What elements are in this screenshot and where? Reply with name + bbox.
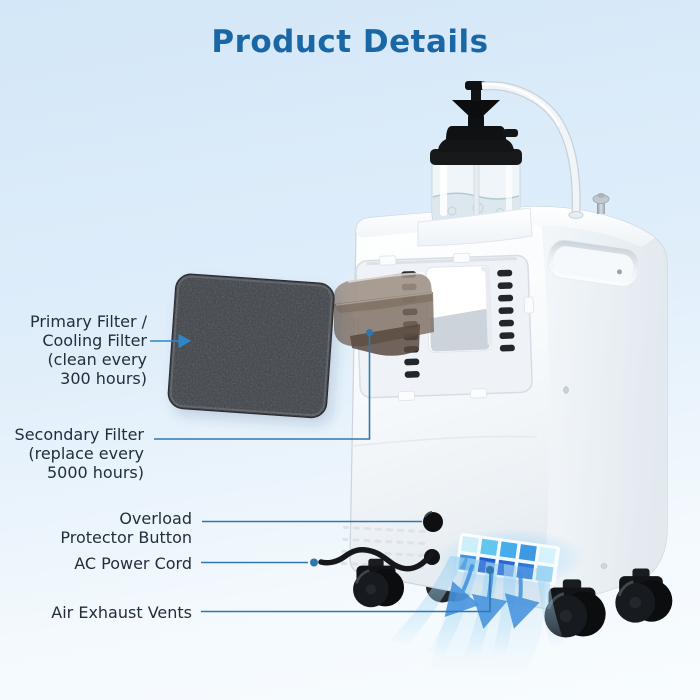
secondary-filter-cartridge: [333, 272, 434, 356]
overload-protector-button[interactable]: [423, 511, 443, 532]
label-air-exhaust-vents: Air Exhaust Vents: [51, 603, 192, 622]
filter-panel: [352, 252, 534, 401]
label-line: Protector Button: [60, 528, 192, 547]
caster-back-right: [615, 568, 673, 623]
caster-front-left: [353, 558, 405, 608]
airflow-arrows: [390, 556, 565, 680]
label-ac-power-cord: AC Power Cord: [74, 554, 192, 573]
callout-lines: [150, 329, 494, 613]
outlet-nozzle: [592, 193, 610, 214]
label-secondary-filter: Secondary Filter (replace every 5000 hou…: [15, 425, 144, 482]
bottle-ledge: [417, 207, 533, 247]
label-line: (replace every: [28, 444, 144, 463]
power-cord: [318, 547, 434, 572]
filter-compartment-opening: [425, 265, 493, 353]
label-line: Cooling Filter: [42, 331, 147, 350]
oxygen-tube: [481, 81, 584, 219]
page-title: Product Details: [211, 24, 489, 60]
label-primary-filter: Primary Filter / Cooling Filter (clean e…: [30, 312, 147, 388]
label-line: 300 hours): [60, 369, 147, 388]
label-line: AC Power Cord: [74, 554, 192, 573]
label-line: 5000 hours): [46, 463, 144, 482]
label-line: Air Exhaust Vents: [51, 603, 192, 622]
label-overload-protector: Overload Protector Button: [60, 509, 192, 547]
primary-filter-foam: [167, 273, 335, 419]
label-line: Secondary Filter: [14, 425, 144, 444]
label-line: (clean every: [47, 350, 147, 369]
carry-handle: [547, 239, 640, 287]
label-line: Overload: [119, 509, 192, 528]
label-line: Primary Filter /: [29, 312, 147, 331]
